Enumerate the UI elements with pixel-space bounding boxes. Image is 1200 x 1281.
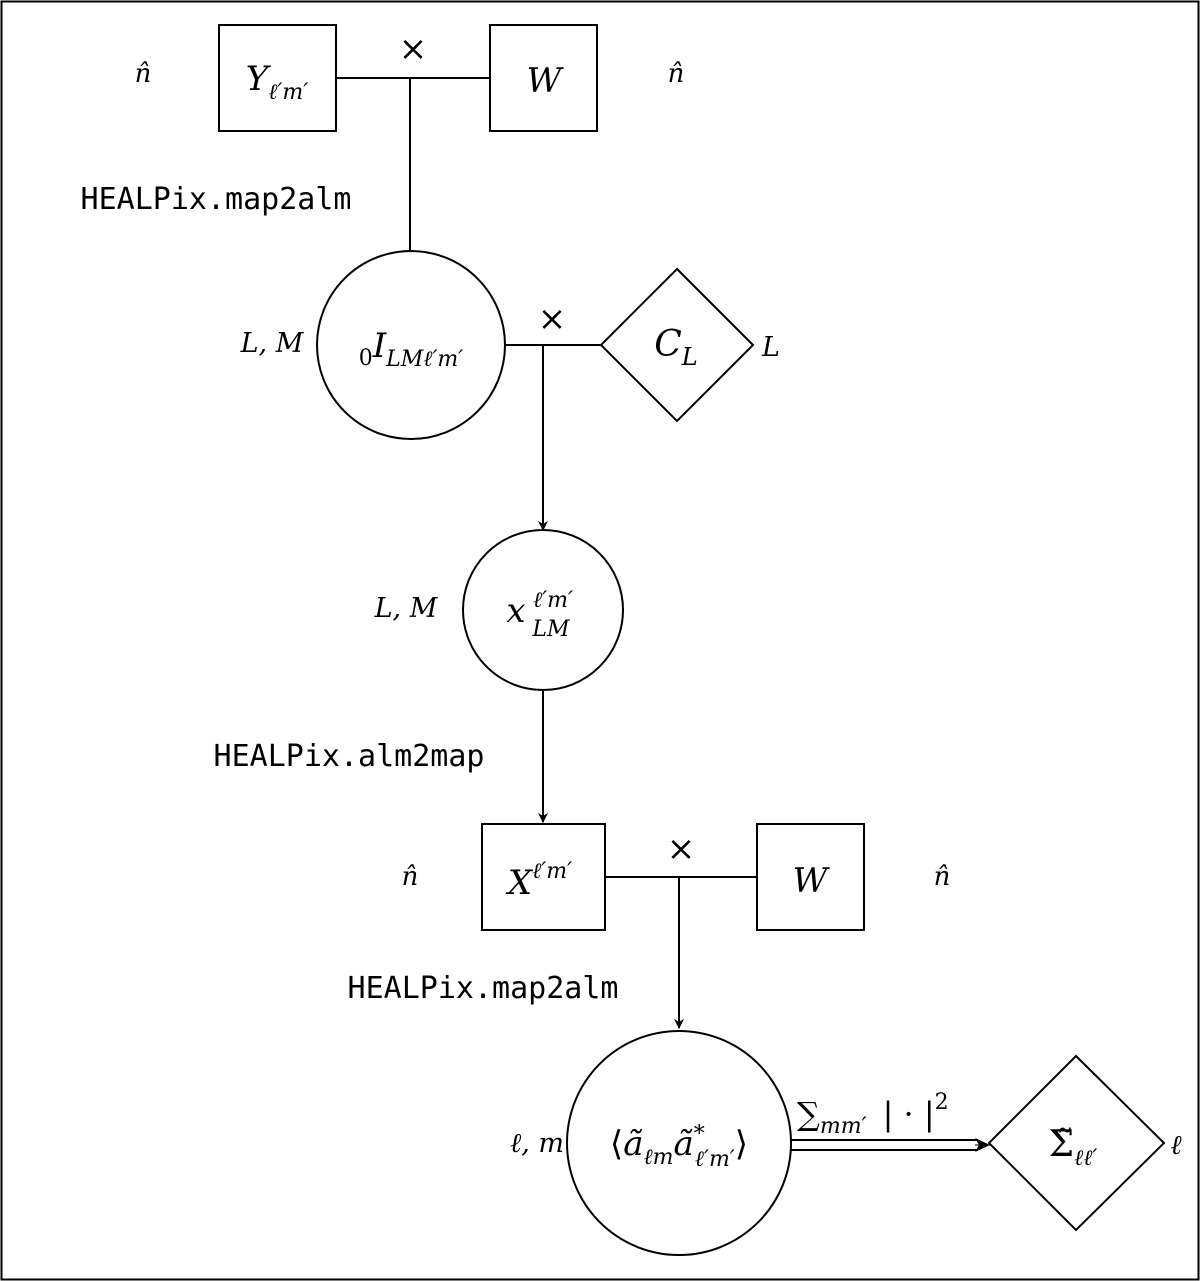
top-left-index: n̂ [135,59,152,89]
bottom-right-index: n̂ [934,862,951,892]
cl-diamond [599,267,755,423]
coupling-node [316,250,506,440]
ylm-box [218,24,337,132]
x-node-sub: LM [531,617,570,642]
step3-label: HEALPix.map2alm [348,971,619,1006]
sigma-diamond [987,1054,1166,1232]
step2-label: HEALPix.alm2map [214,739,485,774]
w-label-bottom: W [793,861,831,901]
top-right-index: n̂ [668,59,685,89]
w-box-bottom [756,823,865,931]
x-box [481,823,606,931]
top-multiply-icon: × [399,29,428,69]
result-node [566,1030,792,1256]
cl-index: L [761,332,780,363]
x-box-label: Xℓ′m′ [505,859,572,903]
x-node-sup: ℓ′m′ [533,588,573,613]
w-label-top: W [527,61,565,101]
sigma-label: Σ̃ℓℓ′ [1049,1124,1098,1171]
coupling-multiply-icon: × [538,299,567,339]
result-index: ℓ, m [510,1128,564,1159]
result-expr: ⟨ãℓmã*ℓ′m′⟩ [610,1122,748,1172]
step1-label: HEALPix.map2alm [81,182,352,217]
w-box-top [489,24,598,132]
bottom-left-index: n̂ [402,862,419,892]
cl-label: CL [654,324,697,371]
coupling-label: 0ILMℓ′m′ [359,326,464,372]
bottom-multiply-icon: × [667,829,696,869]
x-node-base: x [506,591,525,631]
x-node-index: L, M [374,593,439,624]
coupling-index: L, M [240,328,305,359]
sigma-index: ℓ [1170,1130,1182,1161]
sum-label: ∑mm′| · |2 [797,1090,949,1139]
ylm-label: Yℓ′m′ [246,59,308,105]
